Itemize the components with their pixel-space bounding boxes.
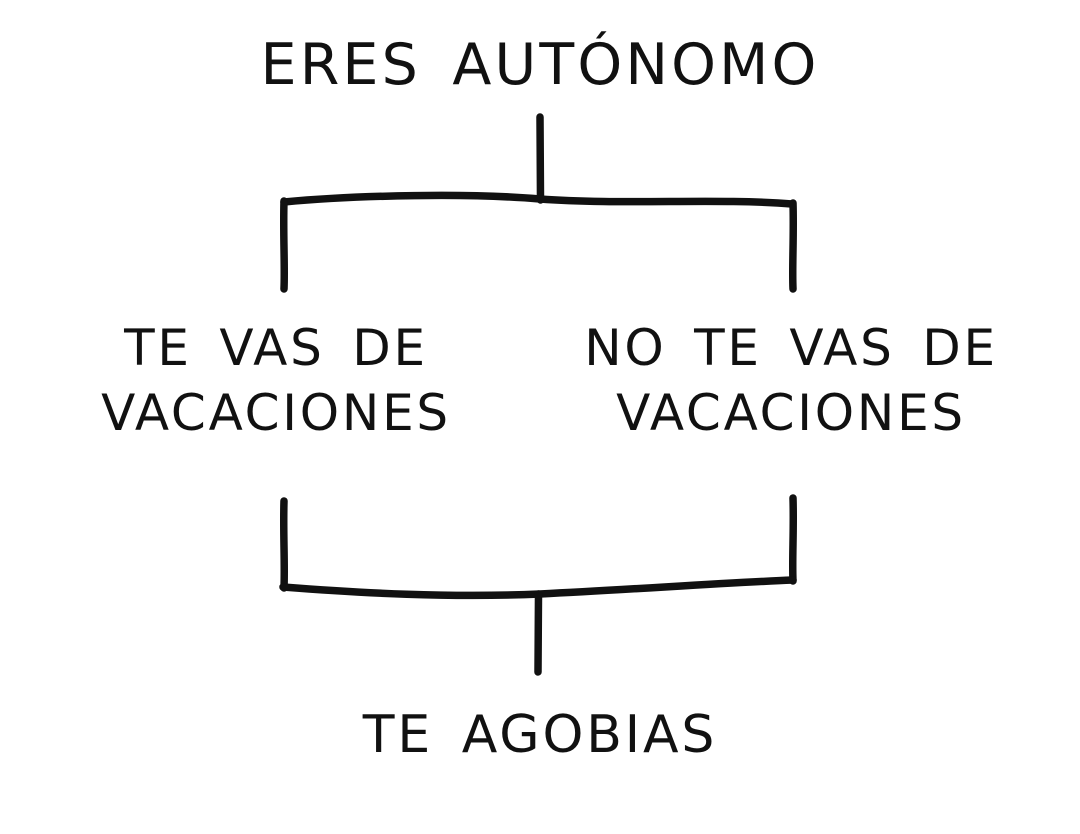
node-outcome-te-agobias: TE AGOBIAS <box>362 705 718 765</box>
edge-merge-leg-right <box>788 494 798 585</box>
edge-merge-bar <box>279 576 797 600</box>
node-branch-no-te-vas-de-vacaciones: NO TE VAS DE VACACIONES <box>584 319 998 442</box>
node-branch-te-vas-de-vacaciones: TE VAS DE VACACIONES <box>101 319 451 442</box>
edge-split-bar <box>280 191 796 208</box>
edge-split-leg-left <box>279 197 289 293</box>
edge-split-leg-right <box>788 199 798 293</box>
edge-merge-leg-left <box>279 497 289 592</box>
edge-root-stem <box>536 113 545 204</box>
edge-outcome-stem <box>534 590 543 676</box>
node-root-eres-autonomo: ERES AUTÓNOMO <box>260 32 820 98</box>
